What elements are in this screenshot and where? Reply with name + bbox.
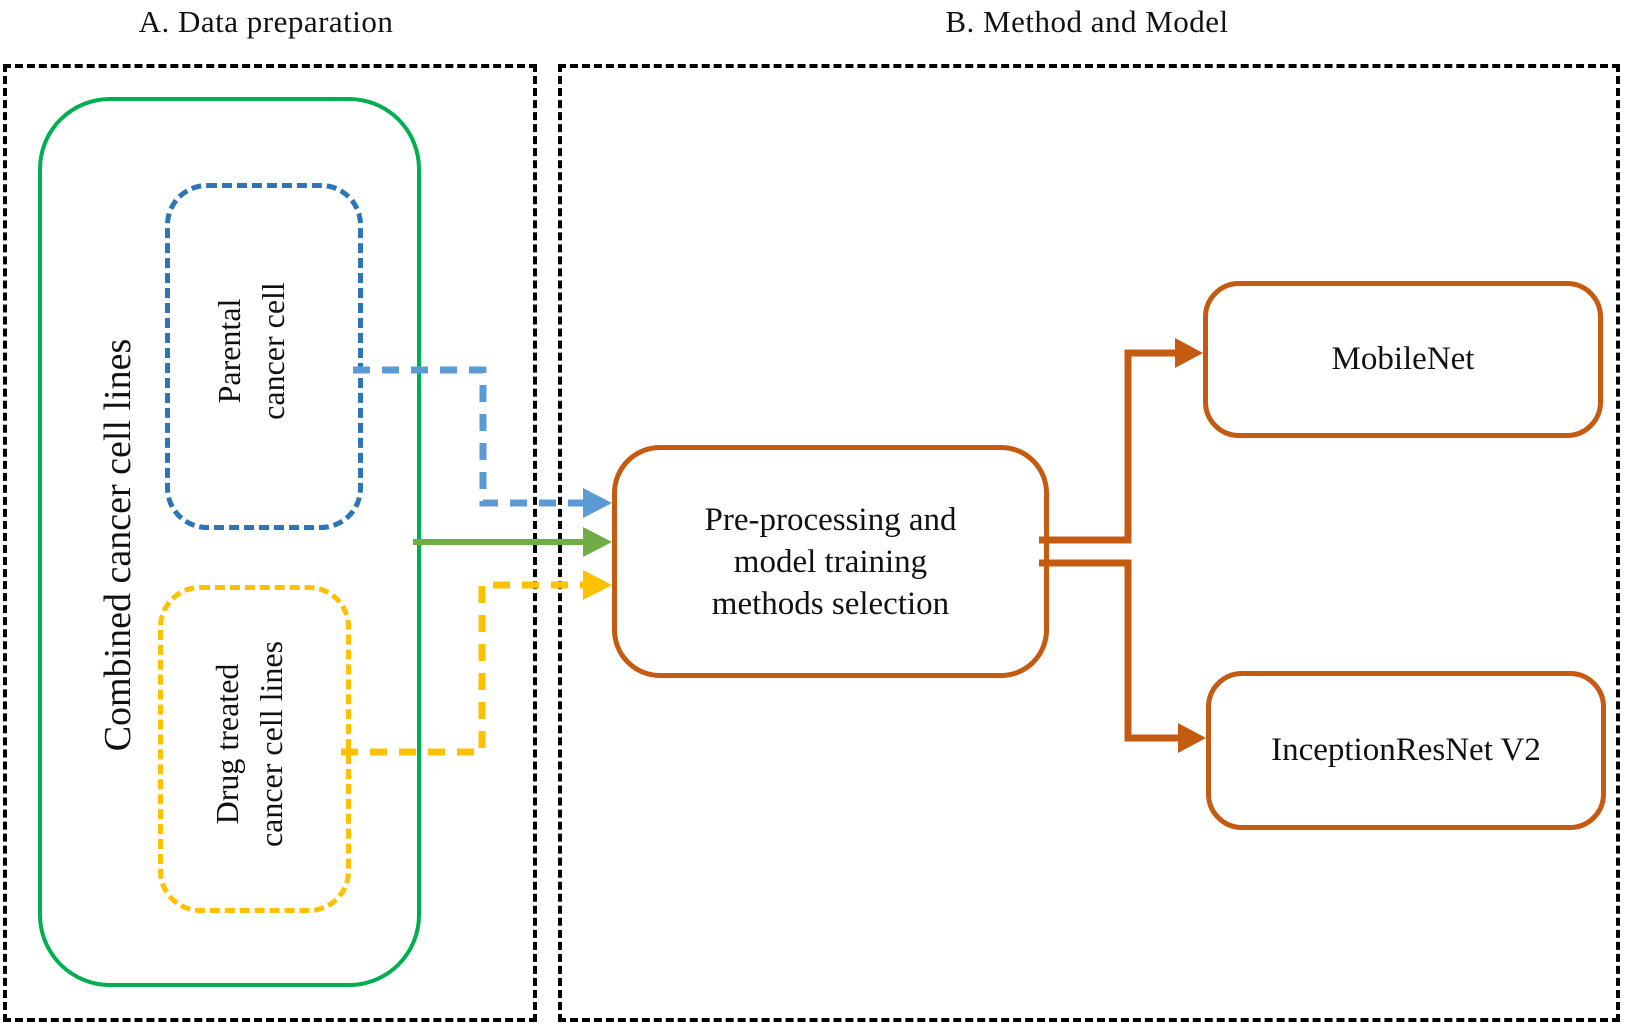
preprocessing-model-training-box: Pre-processing and model training method… <box>612 445 1049 678</box>
panel-a-title: A. Data preparation <box>138 4 394 39</box>
mobilenet-box: MobileNet <box>1203 281 1603 438</box>
combined-cancer-cell-lines-label: Combined cancer cell lines <box>97 338 139 752</box>
parental-cancer-cell-label: Parental cancer cell <box>211 282 291 420</box>
drug-treated-cancer-cell-lines-label: Drug treated cancer cell lines <box>209 640 289 848</box>
panel-b-title: B. Method and Model <box>945 4 1229 39</box>
parental-cancer-cell-box <box>165 183 363 530</box>
inceptionresnet-v2-box: InceptionResNet V2 <box>1206 671 1606 830</box>
